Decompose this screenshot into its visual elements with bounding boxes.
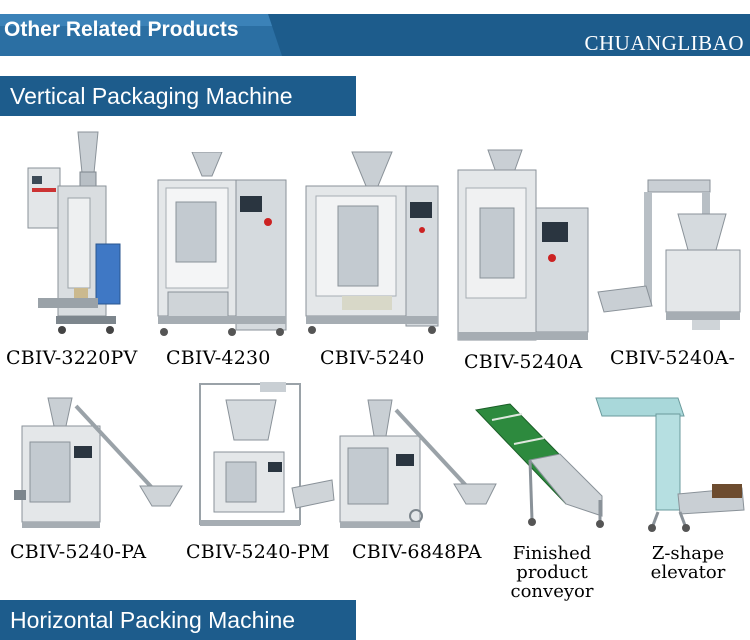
product-image-cbiv-4230[interactable] [156, 152, 288, 338]
product-caption: CBIV-3220PV [6, 347, 138, 369]
top-strip [0, 0, 750, 14]
product-caption: Finished product conveyor [510, 543, 594, 602]
product-image-cbiv-6848pa[interactable] [336, 396, 500, 530]
product-caption: CBIV-5240-PM [186, 541, 330, 563]
header-tab-shape [0, 14, 282, 56]
product-image-cbiv-5240-pm[interactable] [196, 380, 336, 532]
product-image-cbiv-5240a[interactable] [456, 148, 590, 342]
brand-logo-text: CHUANGLIBAO [584, 31, 744, 55]
product-caption: CBIV-5240 [320, 347, 425, 369]
product-image-finished-product-conveyor[interactable] [470, 400, 620, 528]
product-caption: CBIV-5240A [464, 351, 583, 373]
product-image-cbiv-3220pv[interactable] [18, 128, 128, 338]
product-image-cbiv-5240-pa[interactable] [10, 396, 186, 530]
section-heading-vertical: Vertical Packaging Machine [0, 76, 356, 116]
product-caption: CBIV-5240A- [610, 347, 736, 369]
product-image-cbiv-5240[interactable] [302, 150, 442, 336]
product-caption: CBIV-5240-PA [10, 541, 147, 563]
product-caption: CBIV-4230 [166, 347, 271, 369]
product-image-cbiv-5240a-multihead[interactable] [596, 178, 748, 338]
product-caption: CBIV-6848PA [352, 541, 482, 563]
section-heading-horizontal: Horizontal Packing Machine [0, 600, 356, 640]
product-caption: Z-shape elevator [650, 543, 726, 583]
product-image-z-shape-elevator[interactable] [592, 394, 748, 534]
page-title: Other Related Products [4, 18, 239, 41]
